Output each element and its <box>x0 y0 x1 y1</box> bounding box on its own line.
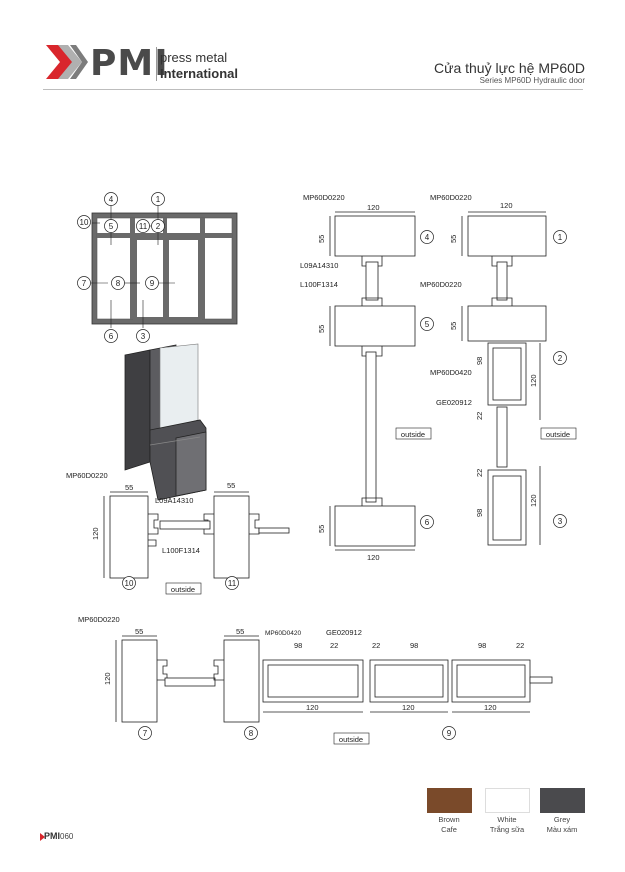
brand-wordmark: PMI <box>90 43 169 84</box>
callout-4-section: 4 <box>425 233 430 242</box>
page-title: Cửa thuỷ lực hệ MP60D <box>433 60 585 76</box>
dim-120-s9a: 120 <box>402 703 415 712</box>
brand-line-international: International <box>160 66 239 81</box>
callout-8-section: 8 <box>249 729 254 738</box>
callout-8: 8 <box>116 279 121 288</box>
label-l100f1314-s10: L100F1314 <box>162 546 200 555</box>
section-1-2-3 <box>461 211 547 546</box>
label-l09a14310-s10: L09A14310 <box>155 496 193 505</box>
dim-55-s1: 55 <box>449 235 458 243</box>
outside-label-s7: outside <box>339 735 363 744</box>
swatch-name-vi-brown: Cafe <box>441 825 457 834</box>
callout-5-section: 5 <box>425 320 430 329</box>
dim-22-s2: 22 <box>475 412 484 420</box>
callout-6: 6 <box>109 332 114 341</box>
brand-line-press-metal: press metal <box>160 50 228 65</box>
outside-label-s10: outside <box>171 585 195 594</box>
brand-divider <box>156 47 157 81</box>
callout-2: 2 <box>156 222 161 231</box>
dim-120-s8: 120 <box>306 703 319 712</box>
label-mp60d0220-s2: MP60D0220 <box>420 280 462 289</box>
callout-10: 10 <box>80 218 89 227</box>
swatch-label-brown: Brown Cafe <box>419 815 479 835</box>
footer-arrow-icon <box>40 833 45 841</box>
dim-120-s2: 120 <box>529 374 538 387</box>
callout-9: 9 <box>150 279 155 288</box>
section-7-8-9 <box>115 635 553 723</box>
dim-120-s1: 120 <box>500 201 513 210</box>
label-mp60d0220-s10: MP60D0220 <box>66 471 108 480</box>
dim-55-s5: 55 <box>317 325 326 333</box>
label-mp60d0420-s8: MP60D0420 <box>265 630 302 637</box>
dim-120-s6: 120 <box>367 553 380 562</box>
dim-55-s11: 55 <box>227 481 235 490</box>
callout-1-section: 1 <box>558 233 563 242</box>
dim-55-s7: 55 <box>135 627 143 636</box>
callout-11: 11 <box>139 222 148 231</box>
swatch-name-vi-white: Trắng sữa <box>489 825 525 834</box>
elevation-callouts <box>77 192 165 343</box>
swatch-grey <box>540 788 585 813</box>
profile-3d-view <box>124 343 207 501</box>
dim-98-s9a: 98 <box>410 641 418 650</box>
outside-label-s4: outside <box>401 430 425 439</box>
dim-120-s7: 120 <box>103 672 112 685</box>
dim-120-s9b: 120 <box>484 703 497 712</box>
swatch-name-white: White <box>497 815 517 824</box>
label-mp60d0420-s2: MP60D0420 <box>430 368 472 377</box>
dim-22-s9: 22 <box>516 641 524 650</box>
dim-22-s3: 22 <box>475 469 484 477</box>
callout-7: 7 <box>82 279 87 288</box>
callout-3: 3 <box>141 332 146 341</box>
dim-55-s6: 55 <box>317 525 326 533</box>
label-ge020912-s8: GE020912 <box>326 628 362 637</box>
swatch-brown <box>427 788 472 813</box>
dim-98-s3: 98 <box>475 509 484 517</box>
section-10-11 <box>103 491 290 579</box>
callout-6-section: 6 <box>425 518 430 527</box>
callout-1: 1 <box>156 195 161 204</box>
footer-brand: PMI <box>44 831 61 841</box>
door-elevation <box>90 203 238 328</box>
callout-2-section: 2 <box>558 354 563 363</box>
swatch-name-grey: Grey <box>553 815 571 824</box>
dim-55-s2: 55 <box>449 322 458 330</box>
header-divider <box>43 89 583 90</box>
dim-98-s9b: 98 <box>478 641 486 650</box>
label-mp60d0220-s7: MP60D0220 <box>78 615 120 624</box>
dim-98-s8: 98 <box>294 641 302 650</box>
callout-4: 4 <box>109 195 114 204</box>
dim-55-s8: 55 <box>236 627 244 636</box>
callout-5: 5 <box>109 222 114 231</box>
label-l09a14310-s4: L09A14310 <box>300 261 338 270</box>
callout-3-section: 3 <box>558 517 563 526</box>
callout-10-section: 10 <box>125 579 134 588</box>
swatch-label-grey: Grey Màu xám <box>532 815 592 835</box>
dim-120-s3: 120 <box>529 494 538 507</box>
swatch-name-brown: Brown <box>438 815 460 824</box>
dim-120-s4: 120 <box>367 203 380 212</box>
page-number: 060 <box>60 832 74 841</box>
callout-7-section: 7 <box>143 729 148 738</box>
swatch-white <box>485 788 530 813</box>
callout-9-section: 9 <box>447 729 452 738</box>
page-subtitle: Series MP60D Hydraulic door <box>479 76 585 85</box>
section-4-5-6 <box>329 211 416 551</box>
label-ge020912-s2: GE020912 <box>436 398 472 407</box>
dim-55-s10: 55 <box>125 483 133 492</box>
swatch-label-white: White Trắng sữa <box>477 815 537 835</box>
dim-98-s2: 98 <box>475 357 484 365</box>
outside-label-s1: outside <box>546 430 570 439</box>
pmi-logo-icon <box>46 45 88 79</box>
dim-22-s8a: 22 <box>330 641 338 650</box>
callout-11-section: 11 <box>228 579 237 588</box>
label-l100f1314-s5: L100F1314 <box>300 280 338 289</box>
swatch-name-vi-grey: Màu xám <box>546 825 578 834</box>
dim-22-s8b: 22 <box>372 641 380 650</box>
dim-120-s10: 120 <box>91 527 100 540</box>
label-mp60d0220-s4: MP60D0220 <box>303 193 345 202</box>
dim-55-s4: 55 <box>317 235 326 243</box>
label-mp60d0220-s1: MP60D0220 <box>430 193 472 202</box>
